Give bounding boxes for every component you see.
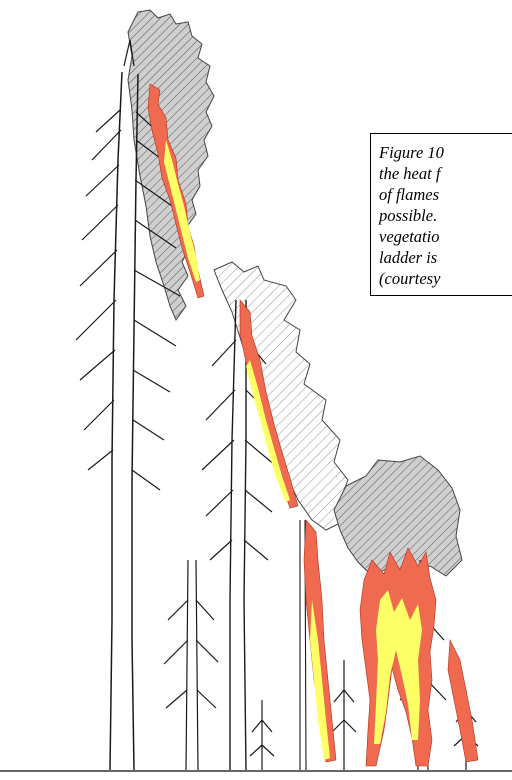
caption-line: of flames	[379, 184, 512, 205]
smoke-plume-right	[334, 456, 462, 576]
caption-line: (courtesy	[379, 268, 512, 289]
saplings	[250, 660, 478, 770]
caption-line: Figure 10	[379, 142, 512, 163]
caption-line: vegetatio	[379, 226, 512, 247]
flame-far-right	[448, 640, 478, 762]
tree-small-left	[164, 560, 218, 770]
figure-caption-box: Figure 10 the heat f of flames possible.…	[370, 133, 512, 296]
caption-line: possible.	[379, 205, 512, 226]
caption-line: ladder is	[379, 247, 512, 268]
caption-line: the heat f	[379, 163, 512, 184]
